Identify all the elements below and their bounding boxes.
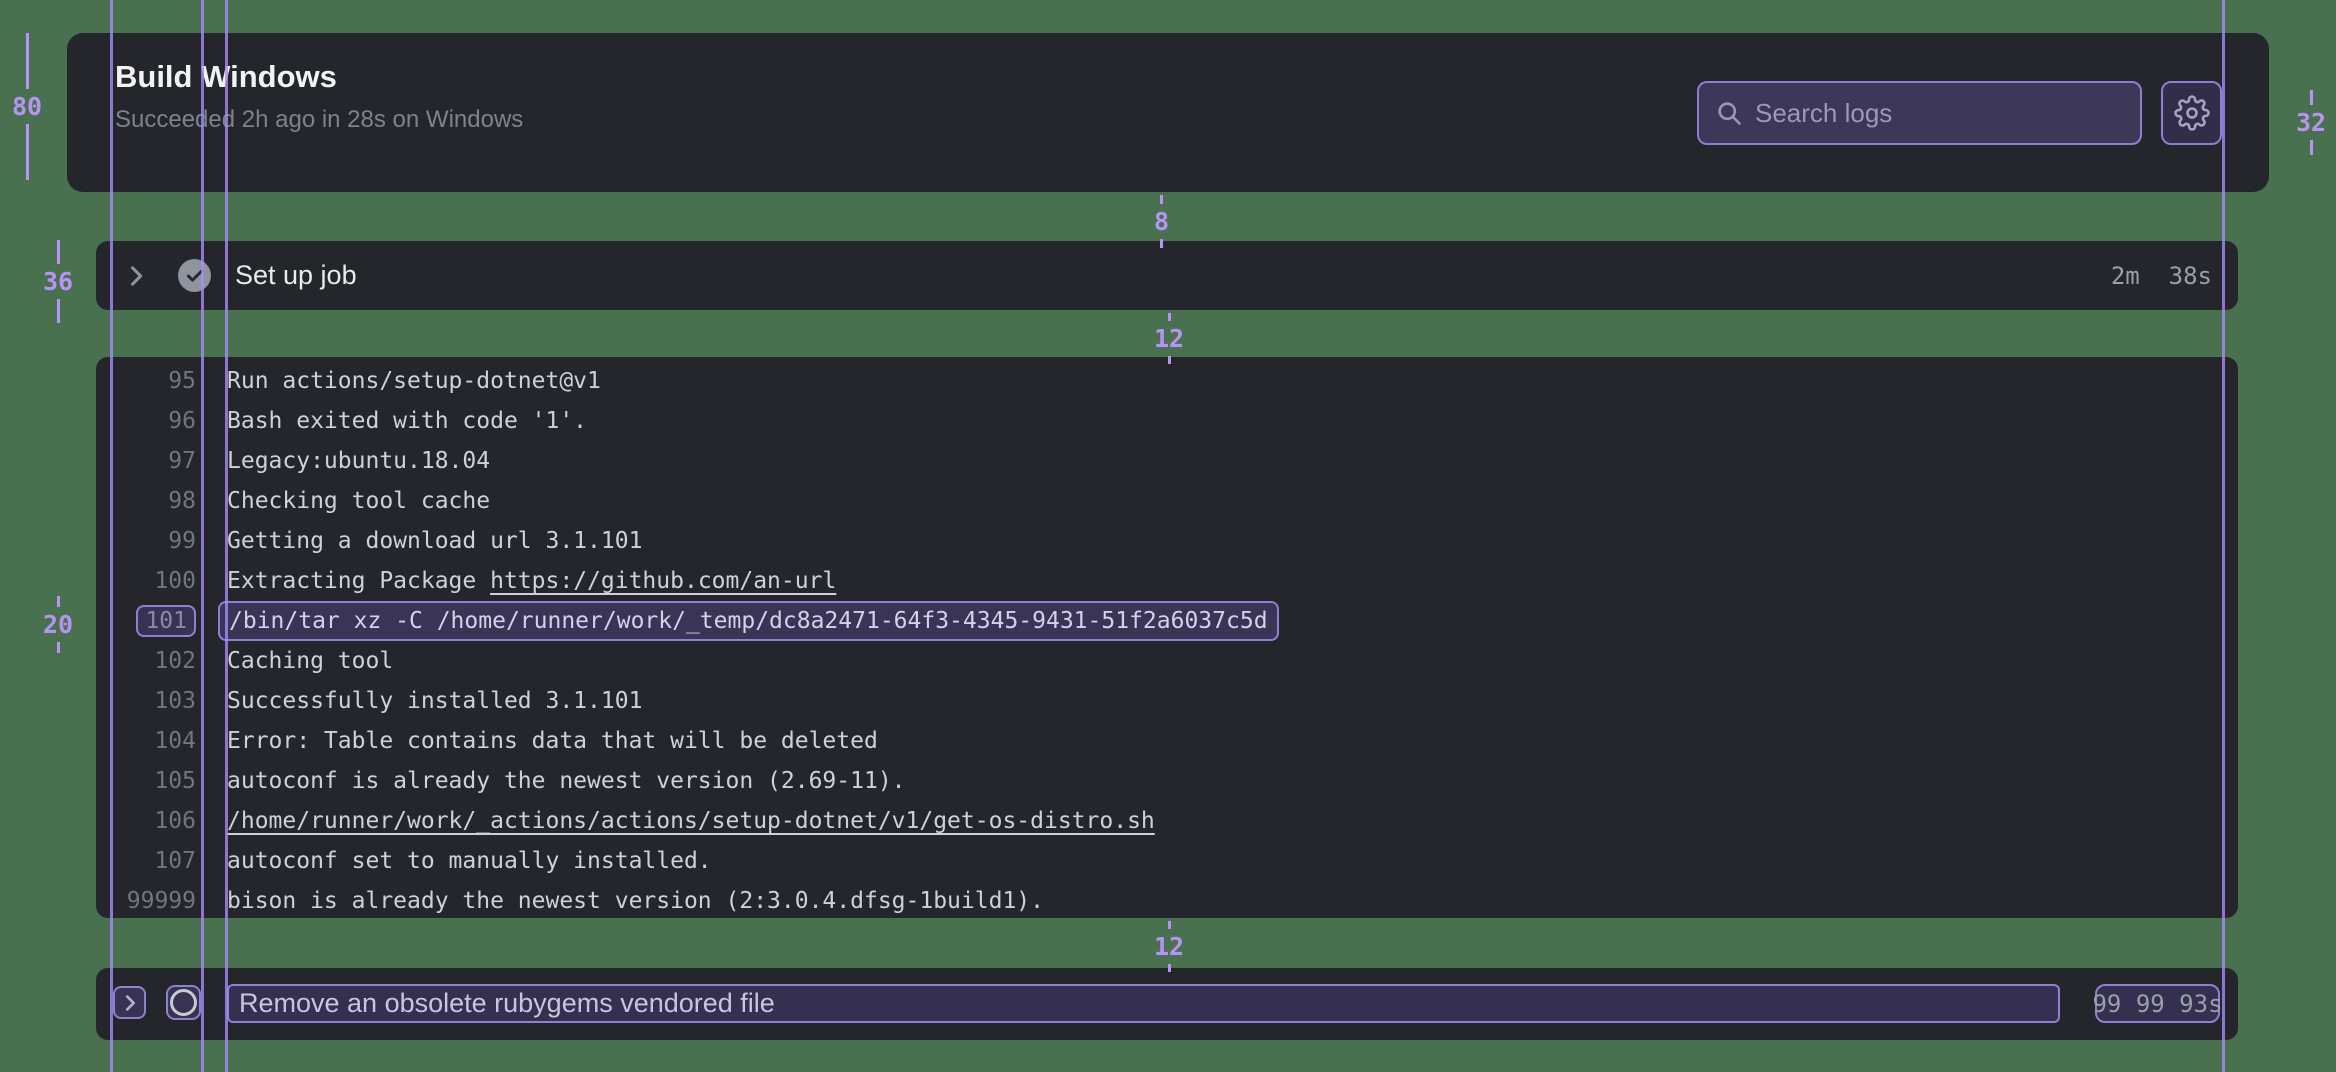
step-name: Remove an obsolete rubygems vendored fil… [239,988,775,1018]
measurement-label: 80 [12,92,43,121]
log-line: 100 Extracting Package https://github.com… [96,561,2238,601]
log-line-text: bison is already the newest version (2:3… [227,888,1044,914]
log-line: 95 Run actions/setup-dotnet@v1 [96,361,2238,401]
log-line-text: Caching tool [227,648,394,674]
log-line: 102 Caching tool [96,641,2238,681]
log-link[interactable]: https://github.com/an-url [490,568,837,594]
log-line-number[interactable]: 96 [168,408,196,434]
log-line: 97 Legacy:ubuntu.18.04 [96,441,2238,481]
log-line: 96 Bash exited with code '1'. [96,401,2238,441]
log-line-text: Successfully installed 3.1.101 [227,688,643,714]
settings-button[interactable] [2161,81,2222,145]
measurement-control-height: 32 [2296,90,2326,155]
step-duration: 2m 38s [2110,261,2212,290]
log-line-number[interactable]: 107 [154,848,196,874]
log-line-number[interactable]: 98 [168,488,196,514]
log-line-number[interactable]: 104 [154,728,196,754]
build-status-summary: Succeeded 2h ago in 28s on Windows [115,106,524,133]
log-line-number[interactable]: 103 [154,688,196,714]
log-line: 105 autoconf is already the newest versio… [96,761,2238,801]
log-line-text: Getting a download url 3.1.101 [227,528,643,554]
search-input[interactable] [1755,97,2124,129]
log-line-number[interactable]: 99 [168,528,196,554]
log-line-text: Bash exited with code '1'. [227,408,588,434]
step-name: Set up job [235,260,357,290]
log-line: 104 Error: Table contains data that will … [96,721,2238,761]
measurement-header-height: 80 [12,33,42,180]
search-icon [1715,99,1743,127]
success-check-icon [178,259,211,292]
redline-guide-vertical [225,0,228,1072]
log-line-text: autoconf set to manually installed. [227,848,712,874]
log-line-number[interactable]: 95 [168,368,196,394]
measurement-label: 8 [1154,207,1170,236]
measurement-label: 20 [43,610,74,639]
measurement-label: 32 [2296,108,2327,137]
log-line-number[interactable]: 97 [168,448,196,474]
step-duration: 99 99 93s [2092,989,2223,1018]
log-viewer: 95 Run actions/setup-dotnet@v1 96 Bash exi… [96,357,2238,918]
redline-guide-vertical [201,0,204,1072]
expand-step-button[interactable] [113,986,146,1019]
log-link[interactable]: /home/runner/work/_actions/actions/setup… [227,808,1155,834]
build-header: Build Windows Succeeded 2h ago in 28s on… [67,33,2269,192]
chevron-right-icon[interactable] [122,262,150,290]
step-row-setup-job[interactable]: Set up job 2m 38s [96,241,2238,310]
measurement-gap-log-bottom: 12 [1154,921,1184,972]
measurement-label: 12 [1154,932,1185,961]
log-line-text: /bin/tar xz -C /home/runner/work/_temp/d… [218,601,1279,641]
step-status-focus-ring [166,985,201,1020]
step-duration-focus-box: 99 99 93s [2092,984,2223,1023]
measurement-label: 36 [43,267,74,296]
log-line-number[interactable]: 102 [154,648,196,674]
log-line-number[interactable]: 100 [154,568,196,594]
log-line-text: Extracting Package [227,568,491,594]
measurement-row-height: 36 [43,240,73,323]
measurement-line-height: 20 [43,596,73,653]
log-line-highlighted: 101/bin/tar xz -C /home/runner/work/_tem… [96,601,2238,641]
log-line-number[interactable]: 105 [154,768,196,794]
measurement-gap-row-log: 12 [1154,313,1184,364]
log-line-number[interactable]: 101 [136,605,196,637]
log-line: 99 Getting a download url 3.1.101 [96,521,2238,561]
chevron-right-icon [119,992,141,1014]
pending-circle-icon [170,989,197,1016]
redline-guide-vertical [110,0,113,1072]
log-line: 103 Successfully installed 3.1.101 [96,681,2238,721]
measurement-label: 12 [1154,324,1185,353]
log-line-number[interactable]: 99999 [126,888,196,914]
step-row-remove-rubygems[interactable]: Remove an obsolete rubygems vendored fil… [96,968,2238,1040]
log-line-text: Run actions/setup-dotnet@v1 [227,368,601,394]
log-line-number[interactable]: 106 [154,808,196,834]
log-line: 107 autoconf set to manually installed. [96,841,2238,881]
log-line-text: Legacy:ubuntu.18.04 [227,448,491,474]
log-line-text: Checking tool cache [227,488,491,514]
page-title: Build Windows [115,59,337,94]
log-line: 98 Checking tool cache [96,481,2238,521]
measurement-gap-header-row: 8 [1154,195,1169,248]
log-line: 99999 bison is already the newest version… [96,881,2238,918]
log-line: 106/home/runner/work/_actions/actions/se… [96,801,2238,841]
redline-guide-vertical [2222,0,2225,1072]
log-line-text: autoconf is already the newest version (… [227,768,906,794]
log-line-text: Error: Table contains data that will be … [227,728,878,754]
gear-icon [2173,95,2210,131]
search-logs-box[interactable] [1697,81,2142,145]
step-name-focus-box[interactable]: Remove an obsolete rubygems vendored fil… [227,984,2060,1023]
